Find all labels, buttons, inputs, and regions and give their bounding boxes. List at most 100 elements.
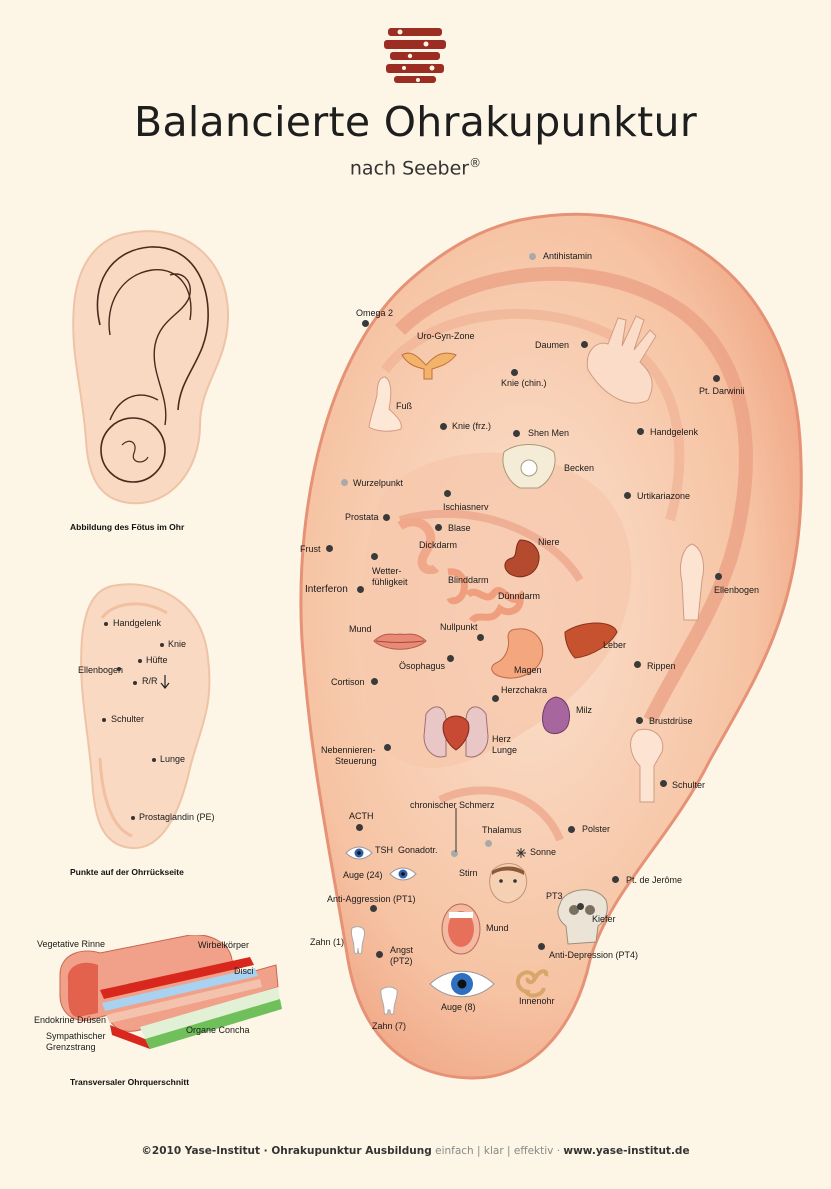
point-urtikariazone-dot bbox=[624, 492, 631, 499]
point-wurzelpunkt-dot bbox=[341, 479, 348, 486]
label-urtikariazone: Urtikariazone bbox=[637, 491, 691, 501]
label-ischiasnerv: Ischiasnerv bbox=[443, 502, 489, 512]
cross-label-endokrine-druesen: Endokrine Drüsen bbox=[34, 1015, 107, 1025]
point-blase-dot bbox=[435, 524, 442, 531]
back-label-handgelenk: Handgelenk bbox=[113, 618, 162, 628]
page-title: Balancierte Ohrakupunktur bbox=[134, 98, 697, 146]
eye-large-illustration bbox=[429, 970, 495, 998]
label-zahn-7: Zahn (7) bbox=[372, 1021, 407, 1031]
pelvis-illustration bbox=[502, 444, 556, 489]
inner-ear-illustration bbox=[515, 969, 549, 998]
point-knie-chin-dot bbox=[511, 369, 518, 376]
label-anti-aggression: Anti-Aggression (PT1) bbox=[327, 894, 416, 904]
label-mund-lower: Mund bbox=[486, 923, 509, 933]
arm-illustration bbox=[679, 543, 705, 621]
point-oesophagus-dot bbox=[447, 655, 454, 662]
label-anti-depression: Anti-Depression (PT4) bbox=[549, 950, 639, 960]
point-knie-frz-dot bbox=[440, 423, 447, 430]
label-antihistamin: Antihistamin bbox=[543, 251, 593, 261]
footer-tagline: einfach | klar | effektiv · bbox=[435, 1145, 561, 1157]
footer-copyright: ©2010 Yase-Institut · Ohrakupunktur Ausb… bbox=[141, 1145, 432, 1157]
chronischer-schmerz-leader-line bbox=[455, 808, 457, 852]
label-fuss: Fuß bbox=[396, 401, 413, 411]
label-ellenbogen: Ellenbogen bbox=[714, 585, 760, 595]
ear-back-illustration bbox=[80, 583, 211, 850]
label-fuehligkeit: fühligkeit bbox=[372, 577, 408, 587]
label-zahn-1: Zahn (1) bbox=[310, 937, 345, 947]
cross-label-wirbelkoerper: Wirbelkörper bbox=[198, 940, 250, 950]
page-subtitle: nach Seeber® bbox=[349, 156, 482, 180]
point-daumen-dot bbox=[581, 341, 588, 348]
label-auge-8: Auge (8) bbox=[441, 1002, 476, 1012]
cross-caption: Transversaler Ohrquerschnitt bbox=[70, 1077, 190, 1087]
label-tsh: TSH bbox=[375, 845, 393, 855]
point-chronischer-schmerz-dot bbox=[451, 850, 458, 857]
label-nebennieren: Nebennieren- bbox=[321, 745, 376, 755]
point-jerome-dot bbox=[612, 876, 619, 883]
label-wetter: Wetter- bbox=[372, 566, 402, 576]
label-nullpunkt: Nullpunkt bbox=[440, 622, 478, 632]
back-point-knie-dot bbox=[160, 643, 164, 647]
label-becken: Becken bbox=[564, 463, 595, 473]
label-jerome: Pt. de Jerôme bbox=[626, 875, 683, 885]
appendix-illustration bbox=[446, 568, 468, 605]
label-duenndarm: Dünndarm bbox=[498, 591, 541, 601]
cross-label-sympathischer: Sympathischer bbox=[46, 1031, 106, 1041]
tooth-1-illustration bbox=[350, 926, 366, 955]
label-blinddarm: Blinddarm bbox=[448, 575, 489, 585]
label-niere: Niere bbox=[538, 537, 560, 547]
label-knie-frz: Knie (frz.) bbox=[452, 421, 492, 431]
back-point-handgelenk-dot bbox=[104, 622, 108, 626]
liver-illustration bbox=[564, 622, 618, 659]
point-wetterfuehligkeit-dot bbox=[371, 553, 378, 560]
skull-illustration bbox=[557, 889, 608, 945]
sun-icon bbox=[516, 848, 526, 858]
label-pt3: PT3 bbox=[546, 891, 563, 901]
point-brustdruese-dot bbox=[636, 717, 643, 724]
point-angst-dot bbox=[376, 951, 383, 958]
label-chronischer-schmerz: chronischer Schmerz bbox=[410, 800, 495, 810]
label-herzchakra: Herzchakra bbox=[501, 685, 548, 695]
point-rippen-dot bbox=[634, 661, 641, 668]
label-steuerung: Steuerung bbox=[335, 756, 377, 766]
label-cortison: Cortison bbox=[331, 677, 365, 687]
label-dickdarm: Dickdarm bbox=[419, 540, 458, 550]
point-nebennieren-dot bbox=[384, 744, 391, 751]
fetus-caption: Abbildung des Fötus im Ohr bbox=[70, 522, 185, 532]
label-gonadotr: Gonadotr. bbox=[398, 845, 438, 855]
point-anti-aggression-dot bbox=[370, 905, 377, 912]
footer: ©2010 Yase-Institut · Ohrakupunktur Ausb… bbox=[0, 1145, 831, 1157]
point-cortison-dot bbox=[371, 678, 378, 685]
label-thalamus: Thalamus bbox=[482, 825, 522, 835]
back-point-prostaglandin-dot bbox=[131, 816, 135, 820]
point-nullpunkt-dot bbox=[477, 634, 484, 641]
label-innenohr: Innenohr bbox=[519, 996, 555, 1006]
back-caption: Punkte auf der Ohrrückseite bbox=[70, 867, 184, 877]
label-daumen: Daumen bbox=[535, 340, 570, 350]
back-point-ellenbogen-dot bbox=[117, 667, 121, 671]
label-omega2: Omega 2 bbox=[356, 308, 394, 318]
point-pt3-dot bbox=[577, 903, 584, 910]
back-label-knie: Knie bbox=[168, 639, 187, 649]
label-brustdruese: Brustdrüse bbox=[649, 716, 693, 726]
back-point-lunge-dot bbox=[152, 758, 156, 762]
point-polster-dot bbox=[568, 826, 575, 833]
kidney-illustration bbox=[504, 539, 540, 578]
eye-small-1-illustration bbox=[345, 846, 373, 860]
label-frust: Frust bbox=[300, 544, 321, 554]
footer-url[interactable]: www.yase-institut.de bbox=[563, 1145, 690, 1157]
label-rippen: Rippen bbox=[647, 661, 676, 671]
eye-small-2-illustration bbox=[389, 867, 417, 881]
cross-label-grenzstrang: Grenzstrang bbox=[46, 1042, 96, 1052]
back-label-rr: R/R bbox=[142, 676, 158, 686]
label-leber: Leber bbox=[603, 640, 627, 650]
shoulder-illustration bbox=[630, 728, 664, 803]
point-acth-dot bbox=[356, 824, 363, 831]
point-anti-depression-dot bbox=[538, 943, 545, 950]
label-wurzelpunkt: Wurzelpunkt bbox=[353, 478, 403, 488]
point-herzchakra-dot bbox=[492, 695, 499, 702]
label-auge-24: Auge (24) bbox=[343, 870, 383, 880]
label-milz: Milz bbox=[576, 705, 592, 715]
point-ischiasnerv-dot bbox=[444, 490, 451, 497]
back-label-prostaglandin: Prostaglandin (PE) bbox=[139, 812, 215, 822]
